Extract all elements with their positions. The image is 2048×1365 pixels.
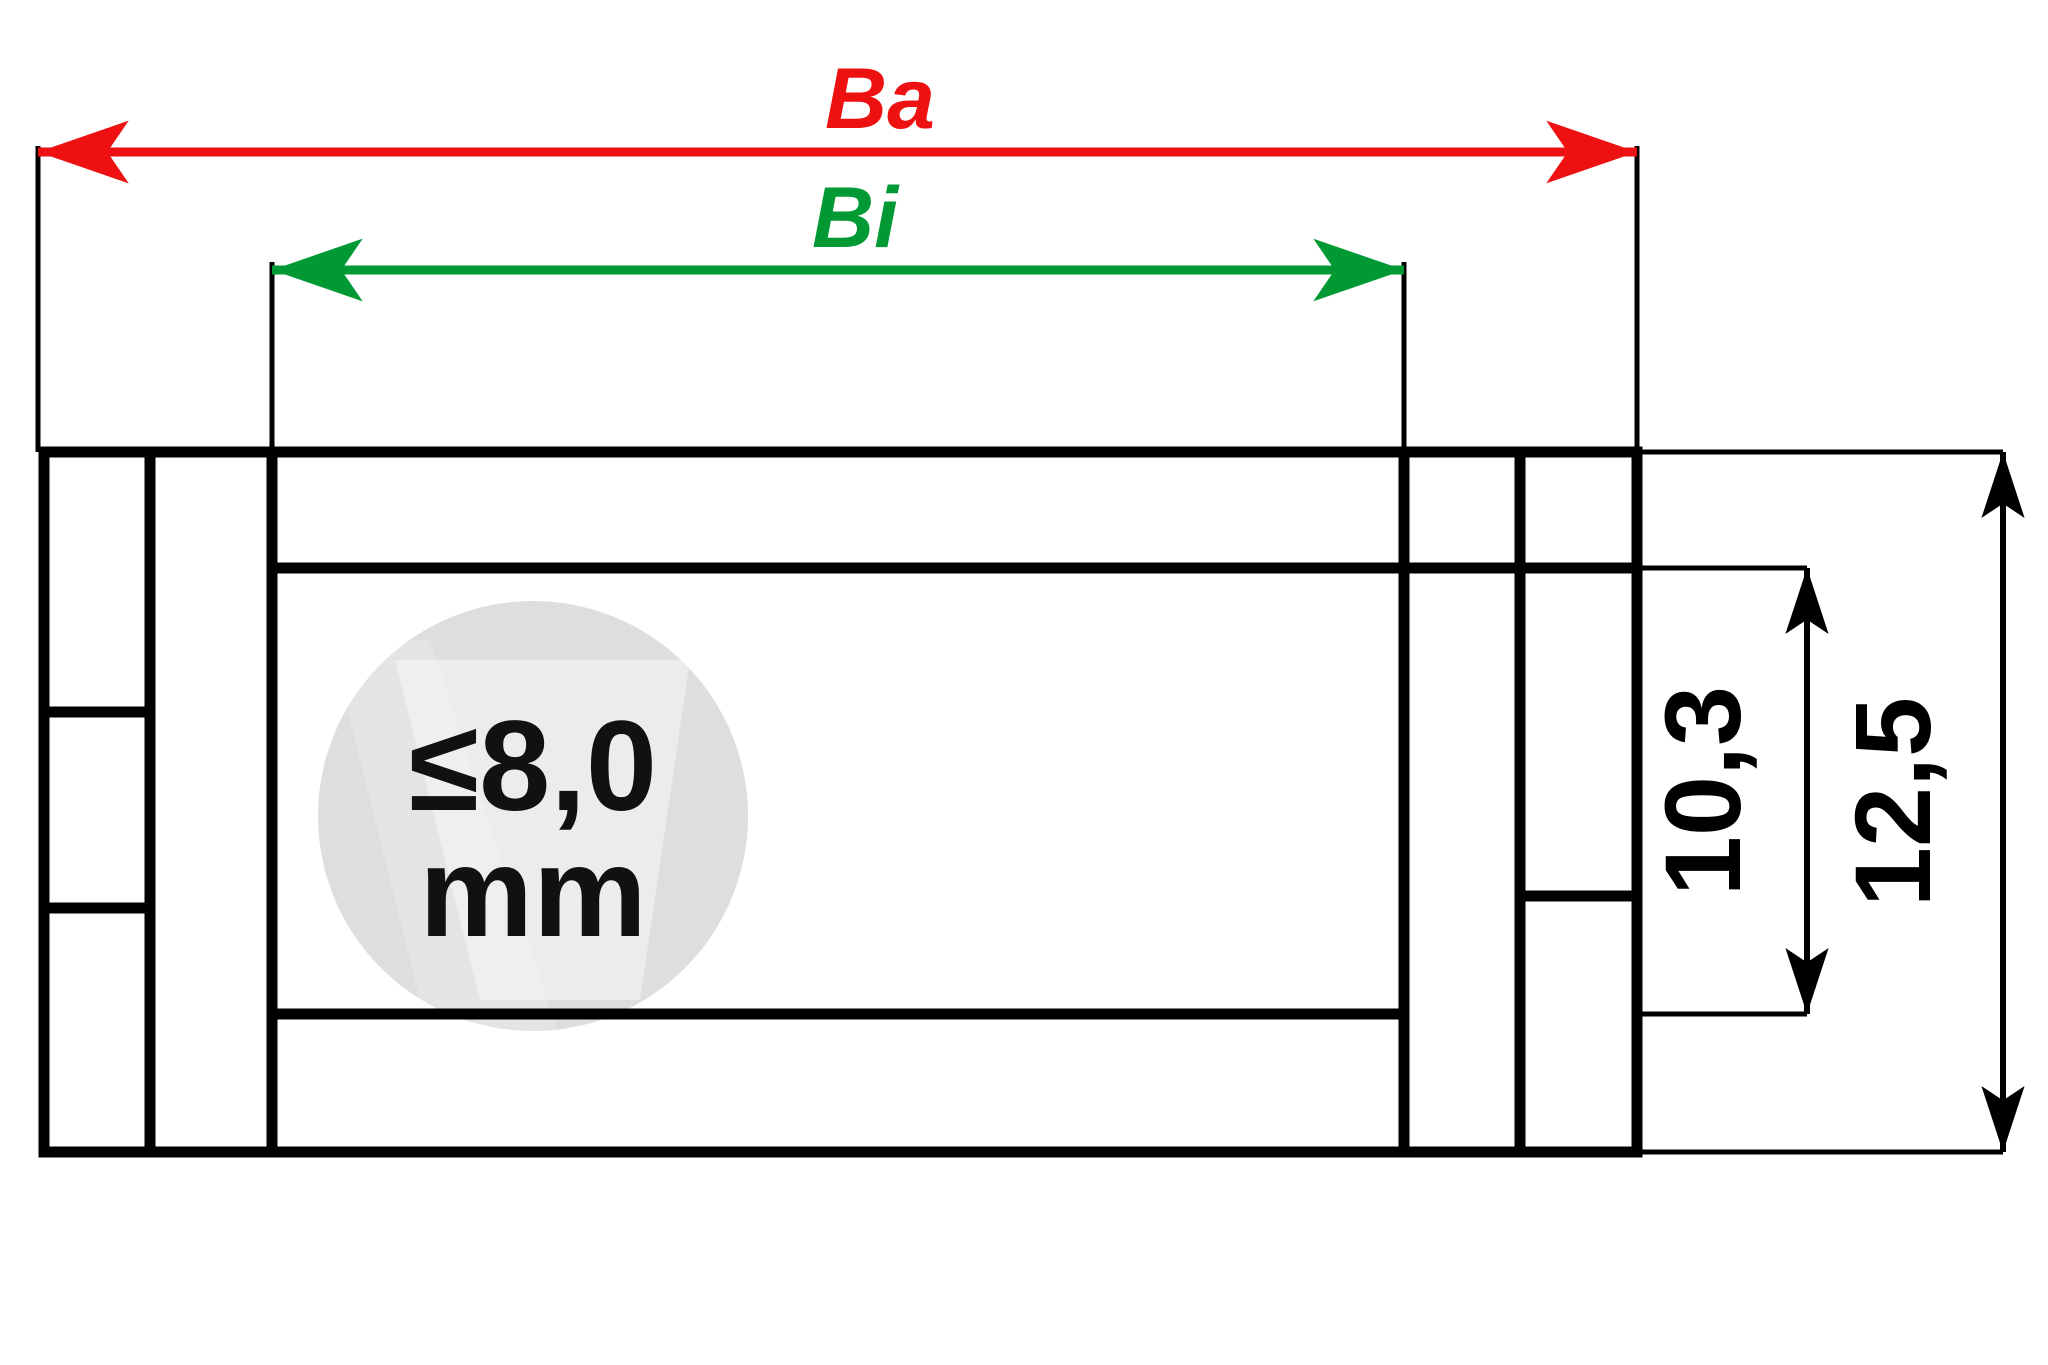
ba-dimension-label: Ba xyxy=(825,51,935,147)
height-outer-dimension-label: 12,5 xyxy=(1832,697,1953,907)
watermark-circle xyxy=(318,601,748,1031)
watermark-line2: mm xyxy=(419,821,647,964)
dimension-ba: Ba xyxy=(38,51,1637,184)
part-geometry xyxy=(38,446,1643,1158)
watermark-line1: ≤8,0 xyxy=(409,695,657,838)
height-inner-dimension-label: 10,3 xyxy=(1642,686,1763,896)
watermark-badge: ≤8,0 mm xyxy=(318,601,748,1031)
dimension-height-outer: 12,5 xyxy=(1832,452,2025,1152)
dimension-height-inner: 10,3 xyxy=(1642,568,1829,1014)
bi-dimension-label: Bi xyxy=(812,170,900,266)
dimension-bi: Bi xyxy=(272,170,1404,302)
watermark-sheen xyxy=(330,640,690,1031)
right-inner-flange xyxy=(1398,446,1526,1158)
extension-lines xyxy=(35,146,2003,1155)
left-inner-flange xyxy=(144,446,278,1158)
right-outer-flange xyxy=(1514,446,1643,1158)
left-outer-flange xyxy=(38,446,156,1158)
